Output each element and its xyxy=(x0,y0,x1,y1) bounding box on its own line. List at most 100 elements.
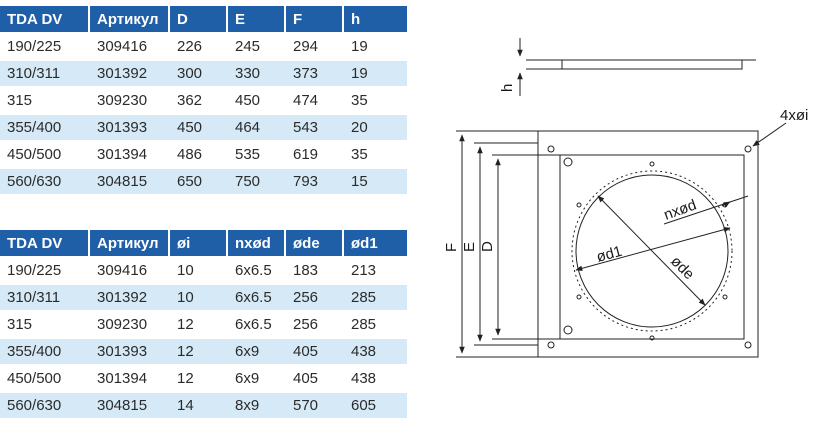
table-row: 190/225 309416 226 245 294 19 xyxy=(0,34,407,59)
cell-model: 450/500 xyxy=(0,142,90,167)
cell-h: 19 xyxy=(344,34,407,59)
cell-model: 560/630 xyxy=(0,169,90,194)
cell-model: 355/400 xyxy=(0,339,90,364)
bolt-circle xyxy=(571,170,733,332)
inner-hole xyxy=(563,157,573,167)
flange-hole xyxy=(576,294,582,300)
header-E: E xyxy=(228,6,286,32)
header-model: TDA DV xyxy=(0,6,90,32)
cell-h: 19 xyxy=(344,61,407,86)
label-F: F xyxy=(443,243,460,252)
header-h: h xyxy=(344,6,407,32)
cell-article: 304815 xyxy=(90,169,170,194)
cell-od1: 285 xyxy=(344,285,407,310)
table-row: 315 309230 362 450 474 35 xyxy=(0,88,407,113)
cell-D: 650 xyxy=(170,169,228,194)
inner-square xyxy=(559,154,745,340)
dimensions-table: TDA DV Артикул D E F h 190/225 309416 22… xyxy=(0,4,407,196)
cell-article: 309230 xyxy=(90,312,170,337)
header-oi: øi xyxy=(170,230,228,256)
cell-F: 619 xyxy=(286,142,344,167)
cell-F: 474 xyxy=(286,88,344,113)
front-view xyxy=(537,130,759,358)
header-article: Артикул xyxy=(90,230,170,256)
header-ode: øde xyxy=(286,230,344,256)
table-row: 560/630 304815 650 750 793 15 xyxy=(0,169,407,194)
cell-E: 450 xyxy=(228,88,286,113)
cell-nxod: 6x6.5 xyxy=(228,285,286,310)
table-header-row: TDA DV Артикул øi nxød øde ød1 xyxy=(0,230,407,256)
cell-F: 373 xyxy=(286,61,344,86)
cell-model: 560/630 xyxy=(0,393,90,418)
cell-nxod: 6x9 xyxy=(228,366,286,391)
cell-h: 20 xyxy=(344,115,407,140)
header-F: F xyxy=(286,6,344,32)
cell-article: 301393 xyxy=(90,339,170,364)
cell-od1: 438 xyxy=(344,339,407,364)
header-model: TDA DV xyxy=(0,230,90,256)
cell-oi: 12 xyxy=(170,366,228,391)
cell-nxod: 6x6.5 xyxy=(228,258,286,283)
cell-article: 301392 xyxy=(90,61,170,86)
cell-h: 35 xyxy=(344,88,407,113)
table-row: 450/500 301394 12 6x9 405 438 xyxy=(0,366,407,391)
table-row: 315 309230 12 6x6.5 256 285 xyxy=(0,312,407,337)
cell-od1: 605 xyxy=(344,393,407,418)
flange-hole xyxy=(722,294,728,300)
table-row: 450/500 301394 486 535 619 35 xyxy=(0,142,407,167)
ode-dimension-line xyxy=(597,195,706,306)
cell-ode: 256 xyxy=(286,285,344,310)
nxod-leader-arrow xyxy=(721,201,731,208)
cell-E: 535 xyxy=(228,142,286,167)
cell-E: 750 xyxy=(228,169,286,194)
table-row: 560/630 304815 14 8x9 570 605 xyxy=(0,393,407,418)
cell-model: 310/311 xyxy=(0,61,90,86)
cell-article: 304815 xyxy=(90,393,170,418)
table-row: 355/400 301393 450 464 543 20 xyxy=(0,115,407,140)
header-article: Артикул xyxy=(90,6,170,32)
label-nxod: nxød xyxy=(662,196,699,223)
cell-article: 301393 xyxy=(90,115,170,140)
label-D: D xyxy=(479,241,496,252)
cell-ode: 405 xyxy=(286,366,344,391)
holes-table: TDA DV Артикул øi nxød øde ød1 190/225 3… xyxy=(0,228,407,420)
nxod-leader-line xyxy=(663,195,749,225)
cell-article: 301394 xyxy=(90,366,170,391)
technical-drawing: h 4xøi nxød ød1 øde xyxy=(443,38,808,358)
side-view-plate xyxy=(561,59,743,70)
cell-ode: 405 xyxy=(286,339,344,364)
cell-nxod: 6x6.5 xyxy=(228,312,286,337)
cell-od1: 438 xyxy=(344,366,407,391)
cell-model: 315 xyxy=(0,88,90,113)
corner-hole xyxy=(744,341,752,349)
cell-nxod: 8x9 xyxy=(228,393,286,418)
table-row: 310/311 301392 300 330 373 19 xyxy=(0,61,407,86)
cell-model: 310/311 xyxy=(0,285,90,310)
corner-hole xyxy=(547,145,555,153)
cell-E: 245 xyxy=(228,34,286,59)
cell-nxod: 6x9 xyxy=(228,339,286,364)
header-nxod: nxød xyxy=(228,230,286,256)
cell-oi: 12 xyxy=(170,339,228,364)
cell-ode: 256 xyxy=(286,312,344,337)
cell-D: 300 xyxy=(170,61,228,86)
cell-oi: 14 xyxy=(170,393,228,418)
table-row: 190/225 309416 10 6x6.5 183 213 xyxy=(0,258,407,283)
header-D: D xyxy=(170,6,228,32)
header-od1: ød1 xyxy=(344,230,407,256)
table-header-row: TDA DV Артикул D E F h xyxy=(0,6,407,32)
cell-article: 301394 xyxy=(90,142,170,167)
outer-plate xyxy=(537,130,759,358)
cell-model: 450/500 xyxy=(0,366,90,391)
cell-E: 464 xyxy=(228,115,286,140)
cell-model: 190/225 xyxy=(0,258,90,283)
label-holes: 4xøi xyxy=(780,107,808,124)
cell-oi: 12 xyxy=(170,312,228,337)
cell-model: 190/225 xyxy=(0,34,90,59)
cell-h: 35 xyxy=(344,142,407,167)
cell-model: 315 xyxy=(0,312,90,337)
flange-hole xyxy=(649,161,655,167)
cell-article: 309416 xyxy=(90,34,170,59)
flange-hole xyxy=(576,202,582,208)
cell-D: 450 xyxy=(170,115,228,140)
